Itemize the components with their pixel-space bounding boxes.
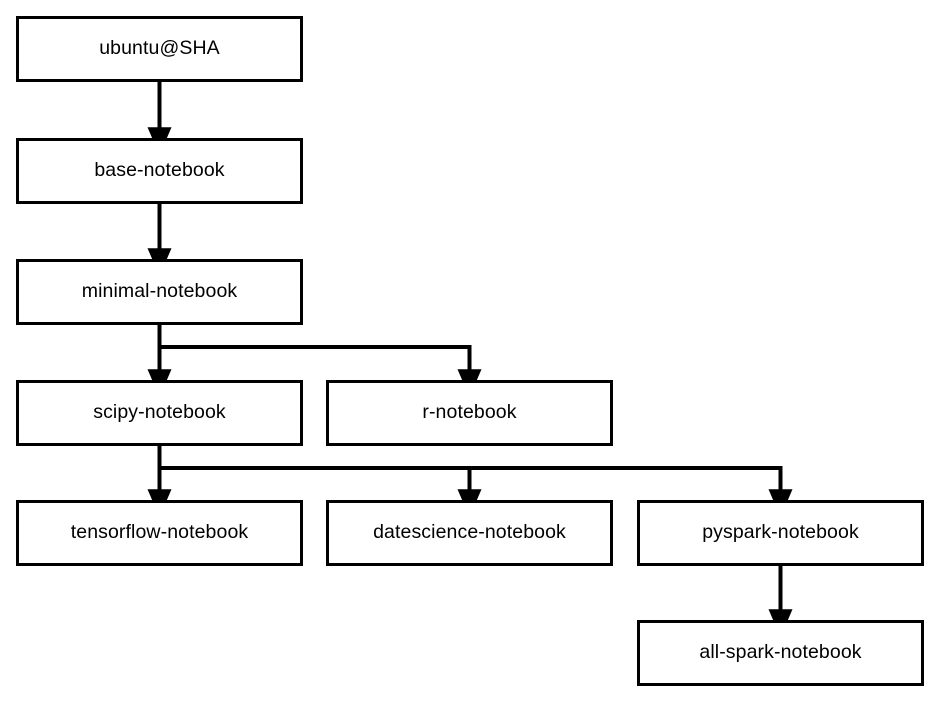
node-ubuntu[interactable]: ubuntu@SHA [16,16,303,82]
edge-scipy-to-pyspark [159,466,793,518]
node-datescience-notebook[interactable]: datescience-notebook [326,500,613,566]
node-r-notebook[interactable]: r-notebook [326,380,613,446]
node-pyspark-notebook[interactable]: pyspark-notebook [637,500,924,566]
node-label: pyspark-notebook [702,521,859,544]
node-label: ubuntu@SHA [99,37,220,60]
node-label: r-notebook [422,401,517,424]
node-minimal-notebook[interactable]: minimal-notebook [16,259,303,325]
edge-scipy-to-datescience [159,466,482,518]
node-label: datescience-notebook [373,521,566,544]
node-base-notebook[interactable]: base-notebook [16,138,303,204]
node-label: tensorflow-notebook [70,521,249,544]
node-tensorflow-notebook[interactable]: tensorflow-notebook [16,500,303,566]
node-all-spark-notebook[interactable]: all-spark-notebook [637,620,924,686]
node-scipy-notebook[interactable]: scipy-notebook [16,380,303,446]
node-label: scipy-notebook [93,401,226,424]
edge-minimal-to-r [159,345,482,398]
node-label: all-spark-notebook [699,641,862,664]
node-label: base-notebook [94,159,225,182]
node-label: minimal-notebook [81,280,238,303]
